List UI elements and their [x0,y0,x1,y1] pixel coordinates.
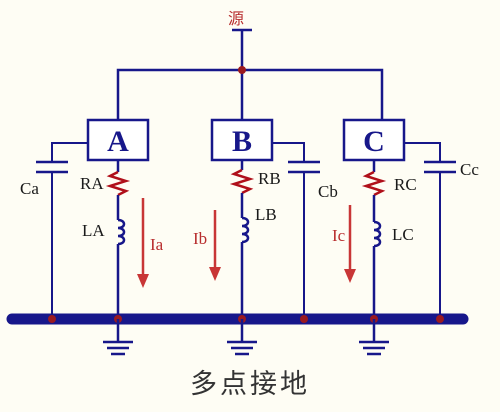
box-b-label: B [232,125,252,158]
inductor-lb-label: LB [255,205,277,224]
inductor-la [117,218,126,246]
diagram-title: 多点接地 [190,369,310,400]
bus-node [300,315,308,323]
branch-b: B RB LB Cb Ib [193,118,338,356]
current-arrow-ic [344,205,356,283]
inductor-lb [241,216,250,244]
inductor-lc-label: LC [392,225,414,244]
capacitor-cc-label: Cc [460,160,479,179]
bus-node [436,315,444,323]
top-junction-node [238,66,246,74]
source-terminal [232,28,252,70]
resistor-rb [229,168,255,195]
resistor-ra-label: RA [80,174,104,193]
ground-symbol-a [103,319,133,356]
inductor-la-label: LA [82,221,105,240]
cap-a-wire-top [51,142,88,162]
cap-c-wire-top [404,142,441,162]
resistor-rc-label: RC [394,175,417,194]
resistor-rb-label: RB [258,169,281,188]
capacitor-cb-label: Cb [318,182,338,201]
ground-symbol-c [359,319,389,356]
current-arrow-ib [209,210,221,281]
current-arrow-ia [137,198,149,288]
box-c-label: C [363,125,385,158]
cap-b-wire-top [272,142,305,162]
ground-symbol-b [227,319,257,356]
current-ic-label: Ic [332,226,346,245]
source-label: 源 [228,9,244,28]
current-ia-label: Ia [150,235,164,254]
resistor-rc [361,170,387,197]
inductor-lc [373,220,382,248]
top-distribution-wire [116,68,384,120]
resistor-ra [105,170,131,197]
capacitor-ca-label: Ca [20,179,39,198]
bus-node [48,315,56,323]
branch-c: C RC LC Cc Ic [332,118,479,356]
current-ib-label: Ib [193,229,207,248]
box-a-label: A [107,125,129,158]
branch-a: A Ca RA LA Ia [20,118,164,356]
